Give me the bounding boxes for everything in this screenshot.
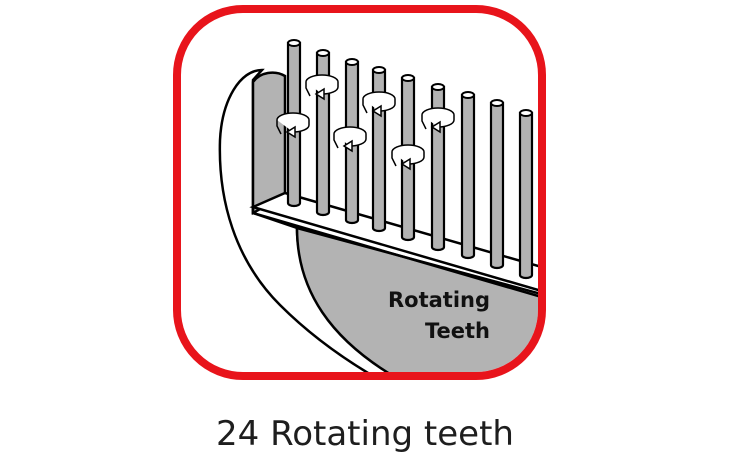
rotation-arrows — [276, 74, 455, 171]
rotation-arrow-icon — [421, 107, 455, 134]
feature-caption: 24 Rotating teeth — [216, 414, 514, 454]
rotation-arrow-icon — [276, 112, 310, 139]
rotation-arrow-icon — [391, 144, 425, 171]
icon-label-teeth: Teeth — [425, 319, 490, 343]
icon-frame — [173, 5, 546, 380]
tooth — [460, 91, 476, 260]
rotation-arrow-icon — [305, 74, 339, 101]
icon-label-rotating: Rotating — [388, 288, 490, 312]
rotation-arrow-icon — [333, 126, 367, 153]
brush-drawing: Rotating Teeth — [218, 39, 538, 372]
tooth — [518, 109, 534, 280]
rotation-arrow-icon — [362, 91, 396, 118]
tooth — [489, 99, 505, 270]
